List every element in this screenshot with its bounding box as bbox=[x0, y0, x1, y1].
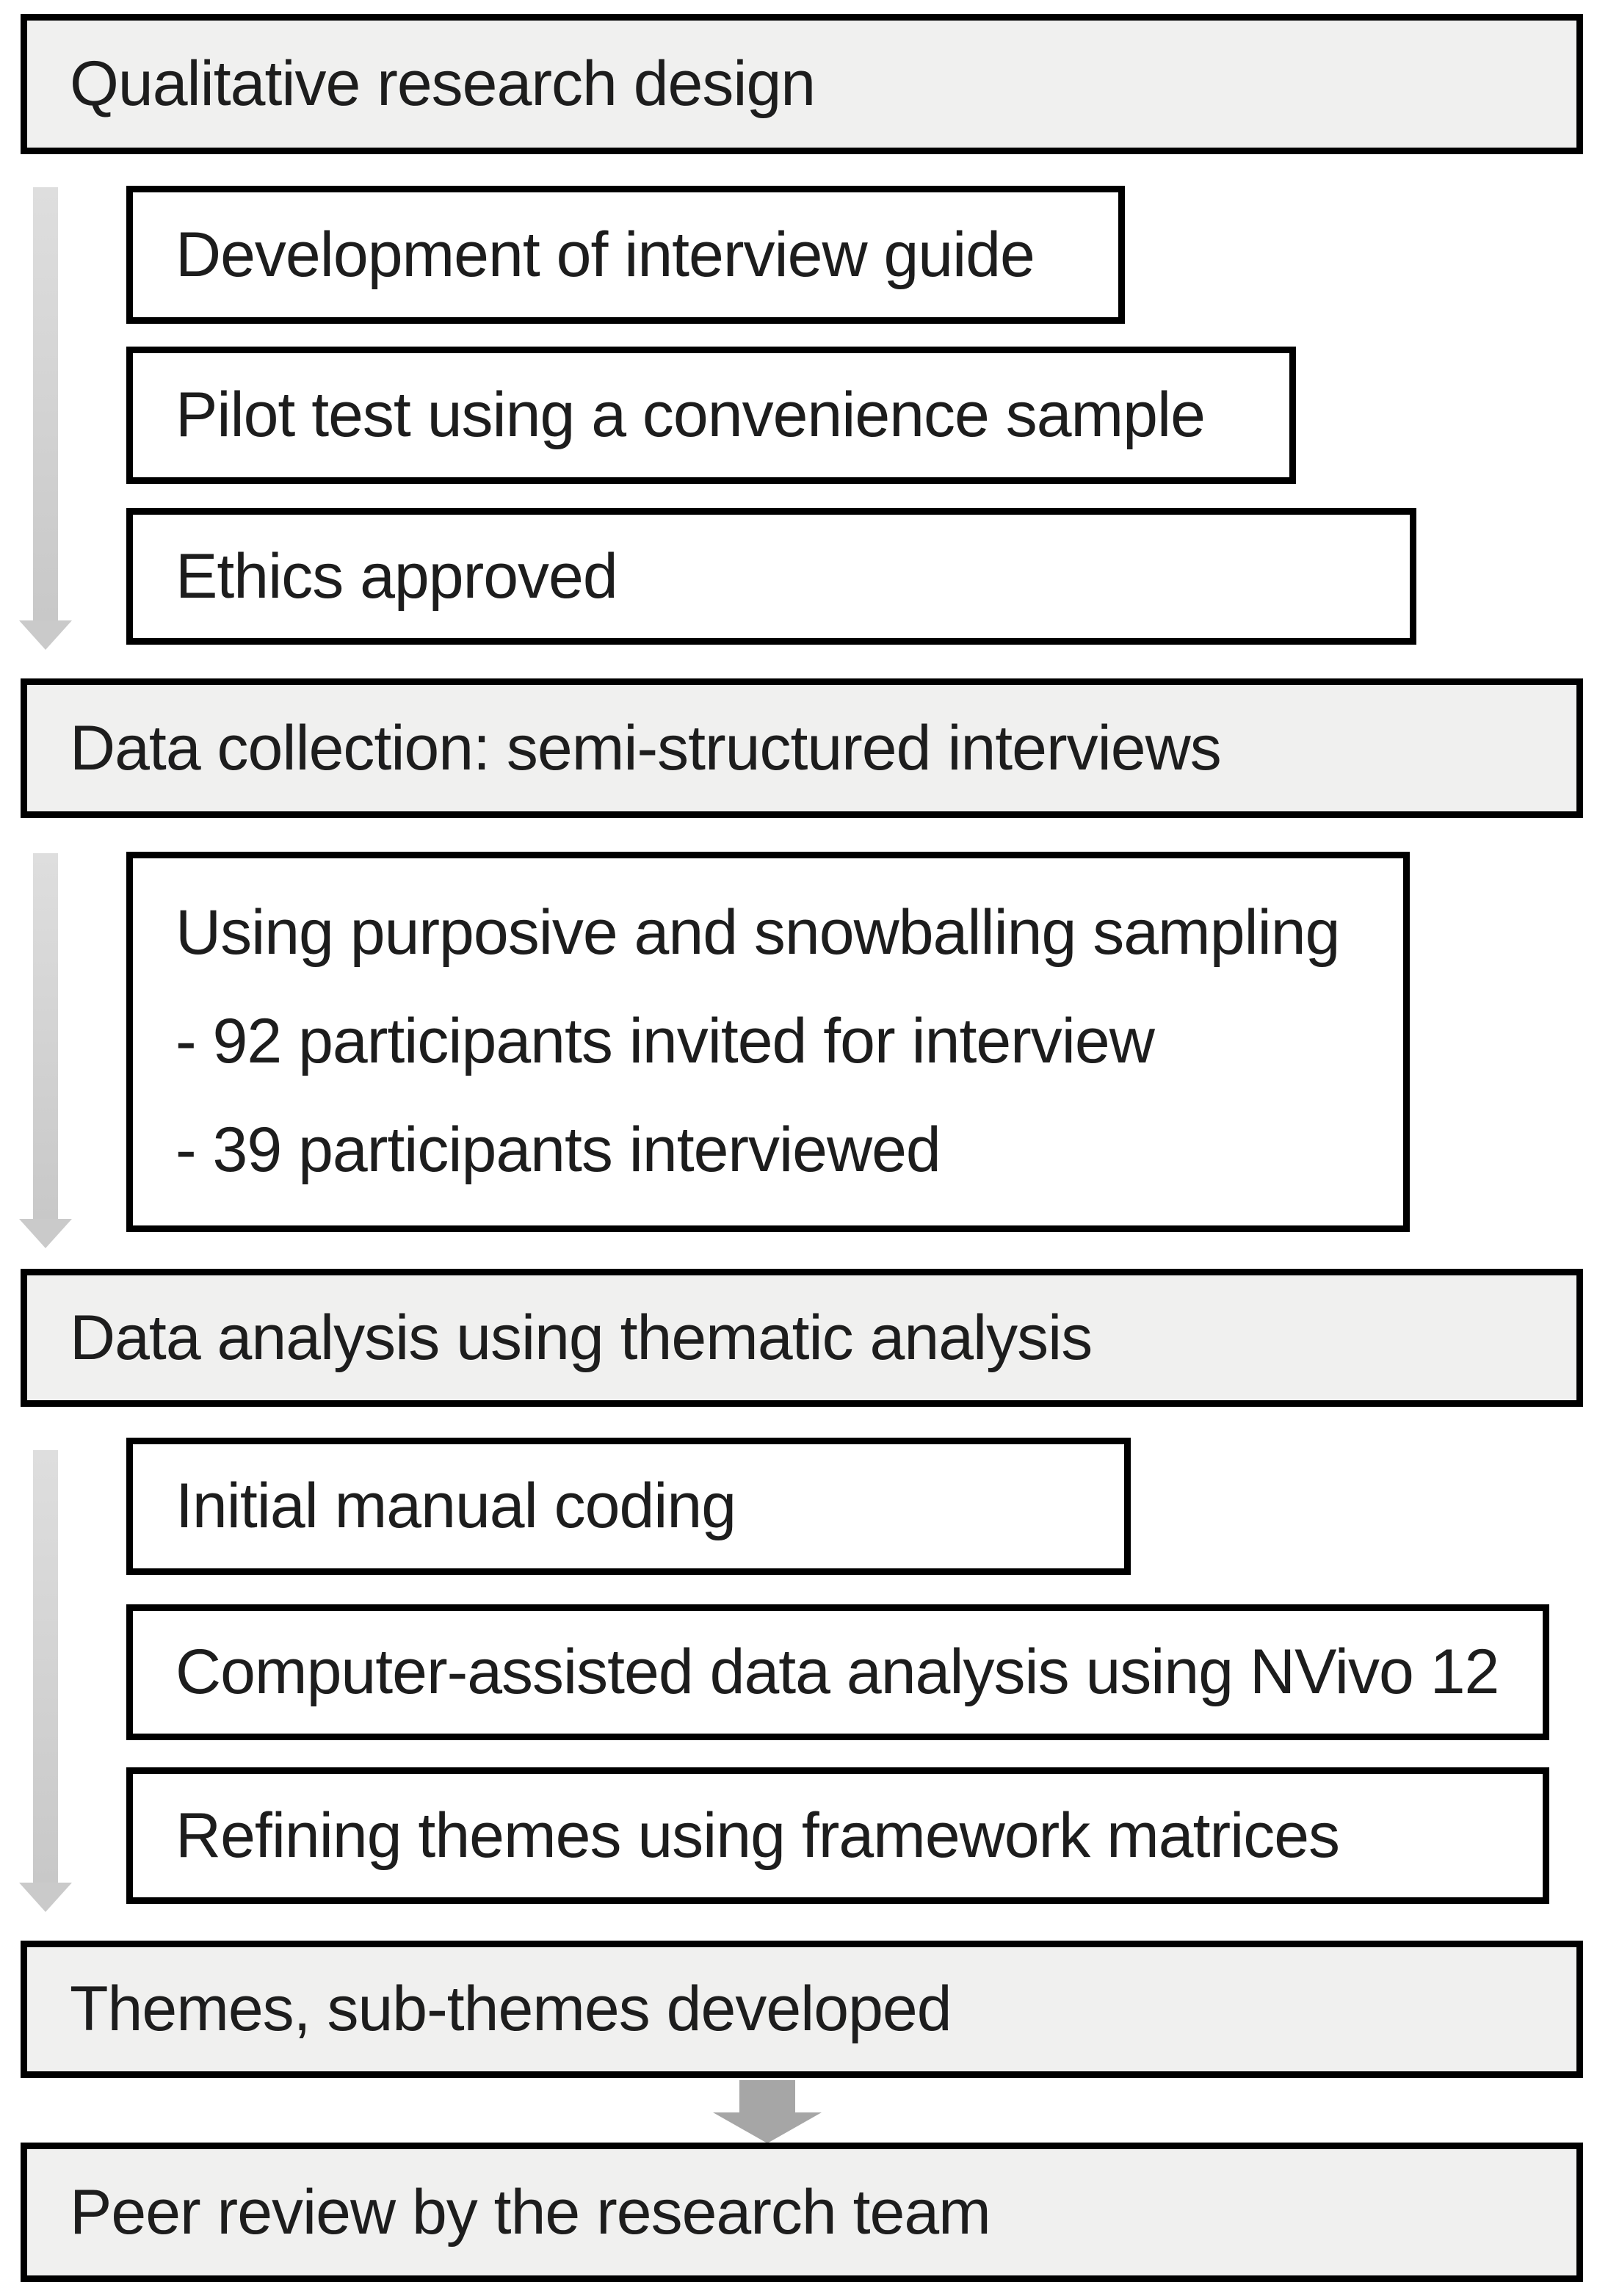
sampling-line: - 92 participants invited for interview bbox=[175, 1006, 1155, 1077]
phase-header-data-analysis: Data analysis using thematic analysis bbox=[21, 1269, 1583, 1407]
phase-header-peer-review: Peer review by the research team bbox=[21, 2143, 1583, 2282]
phase-header-data-collection: Data collection: semi-structured intervi… bbox=[21, 678, 1583, 818]
down-arrow-icon bbox=[33, 1450, 58, 1884]
step-box-ethics-approved: Ethics approved bbox=[126, 508, 1416, 645]
down-arrow-icon bbox=[33, 853, 58, 1220]
phase-header-qualitative-design: Qualitative research design bbox=[21, 14, 1583, 154]
step-box-manual-coding: Initial manual coding bbox=[126, 1438, 1131, 1575]
down-arrow-head-icon bbox=[19, 1219, 72, 1248]
down-arrow-head-icon bbox=[713, 2112, 822, 2143]
down-arrow-icon bbox=[33, 187, 58, 622]
down-arrow-head-icon bbox=[19, 620, 72, 650]
sampling-line: - 39 participants interviewed bbox=[175, 1114, 941, 1185]
step-box-pilot-test: Pilot test using a convenience sample bbox=[126, 347, 1296, 484]
phase-header-themes-developed: Themes, sub-themes developed bbox=[21, 1941, 1583, 2078]
sampling-line: Using purposive and snowballing sampling bbox=[175, 897, 1340, 968]
step-box-interview-guide: Development of interview guide bbox=[126, 186, 1125, 324]
down-arrow-head-icon bbox=[19, 1883, 72, 1912]
down-arrow-icon bbox=[739, 2080, 795, 2114]
step-box-refining-themes: Refining themes using framework matrices bbox=[126, 1767, 1549, 1904]
step-box-nvivo-analysis: Computer-assisted data analysis using NV… bbox=[126, 1604, 1549, 1740]
step-box-sampling-details: Using purposive and snowballing sampling… bbox=[126, 852, 1410, 1232]
